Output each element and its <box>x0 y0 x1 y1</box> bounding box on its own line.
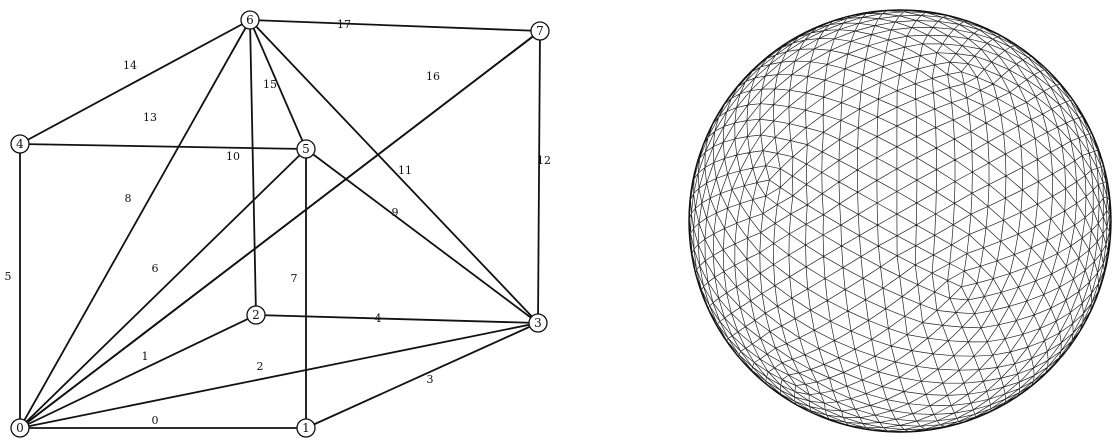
edge-label-14: 14 <box>123 59 137 72</box>
node-6: 6 <box>240 10 260 30</box>
triangulated-sphere <box>688 9 1112 433</box>
edge-6-7 <box>249 19 541 32</box>
node-circle <box>530 21 550 41</box>
edge-6-3 <box>249 19 539 324</box>
edge-label-4: 4 <box>375 312 382 325</box>
edge-label-10: 10 <box>226 150 240 163</box>
node-circle <box>296 139 316 159</box>
edge-label-3: 3 <box>427 373 434 386</box>
edge-label-1: 1 <box>142 350 149 363</box>
node-label: 0 <box>16 421 24 435</box>
edge-3-7 <box>537 30 541 324</box>
node-circle <box>246 305 266 325</box>
edge-4-5 <box>19 143 307 150</box>
edge-label-12: 12 <box>537 154 551 167</box>
edge-2-3 <box>255 314 539 324</box>
node-3: 3 <box>528 313 548 333</box>
node-circle <box>10 418 30 438</box>
edge-0-6 <box>19 19 251 429</box>
edges-layer <box>19 19 541 429</box>
edge-label-8: 8 <box>125 192 132 205</box>
edge-5-3 <box>305 148 539 324</box>
node-label: 5 <box>302 142 310 156</box>
sphere-outline <box>688 9 1112 433</box>
node-label: 4 <box>16 137 24 151</box>
edge-4-6 <box>19 19 251 145</box>
node-4: 4 <box>10 134 30 154</box>
node-label: 1 <box>302 421 310 435</box>
node-label: 2 <box>252 308 260 322</box>
edge-6-5 <box>249 19 307 150</box>
node-circle <box>296 418 316 438</box>
node-5: 5 <box>296 139 316 159</box>
edge-0-7 <box>19 30 541 429</box>
edge-1-3 <box>305 322 539 429</box>
edge-0-5 <box>19 148 307 429</box>
edge-label-6: 6 <box>152 262 159 275</box>
edge-0-2 <box>19 314 257 429</box>
edge-label-15: 15 <box>263 78 277 91</box>
edge-label-5: 5 <box>5 270 12 283</box>
edge-label-2: 2 <box>257 360 264 373</box>
sphere-mesh-lines <box>688 9 1112 432</box>
node-circle <box>528 313 548 333</box>
node-label: 3 <box>534 316 542 330</box>
edge-label-11: 11 <box>398 164 412 177</box>
edge-label-16: 16 <box>426 70 440 83</box>
edge-0-3 <box>19 322 539 429</box>
edge-label-0: 0 <box>152 414 159 427</box>
edge-2-6 <box>249 19 257 316</box>
node-label: 6 <box>246 13 254 27</box>
edge-label-17: 17 <box>337 18 351 31</box>
node-circle <box>10 134 30 154</box>
edge-label-13: 13 <box>143 111 157 124</box>
node-0: 0 <box>10 418 30 438</box>
node-circle <box>240 10 260 30</box>
node-1: 1 <box>296 418 316 438</box>
node-label: 7 <box>536 24 544 38</box>
node-7: 7 <box>530 21 550 41</box>
edge-label-9: 9 <box>392 206 399 219</box>
edge-label-7: 7 <box>291 272 298 285</box>
node-2: 2 <box>246 305 266 325</box>
